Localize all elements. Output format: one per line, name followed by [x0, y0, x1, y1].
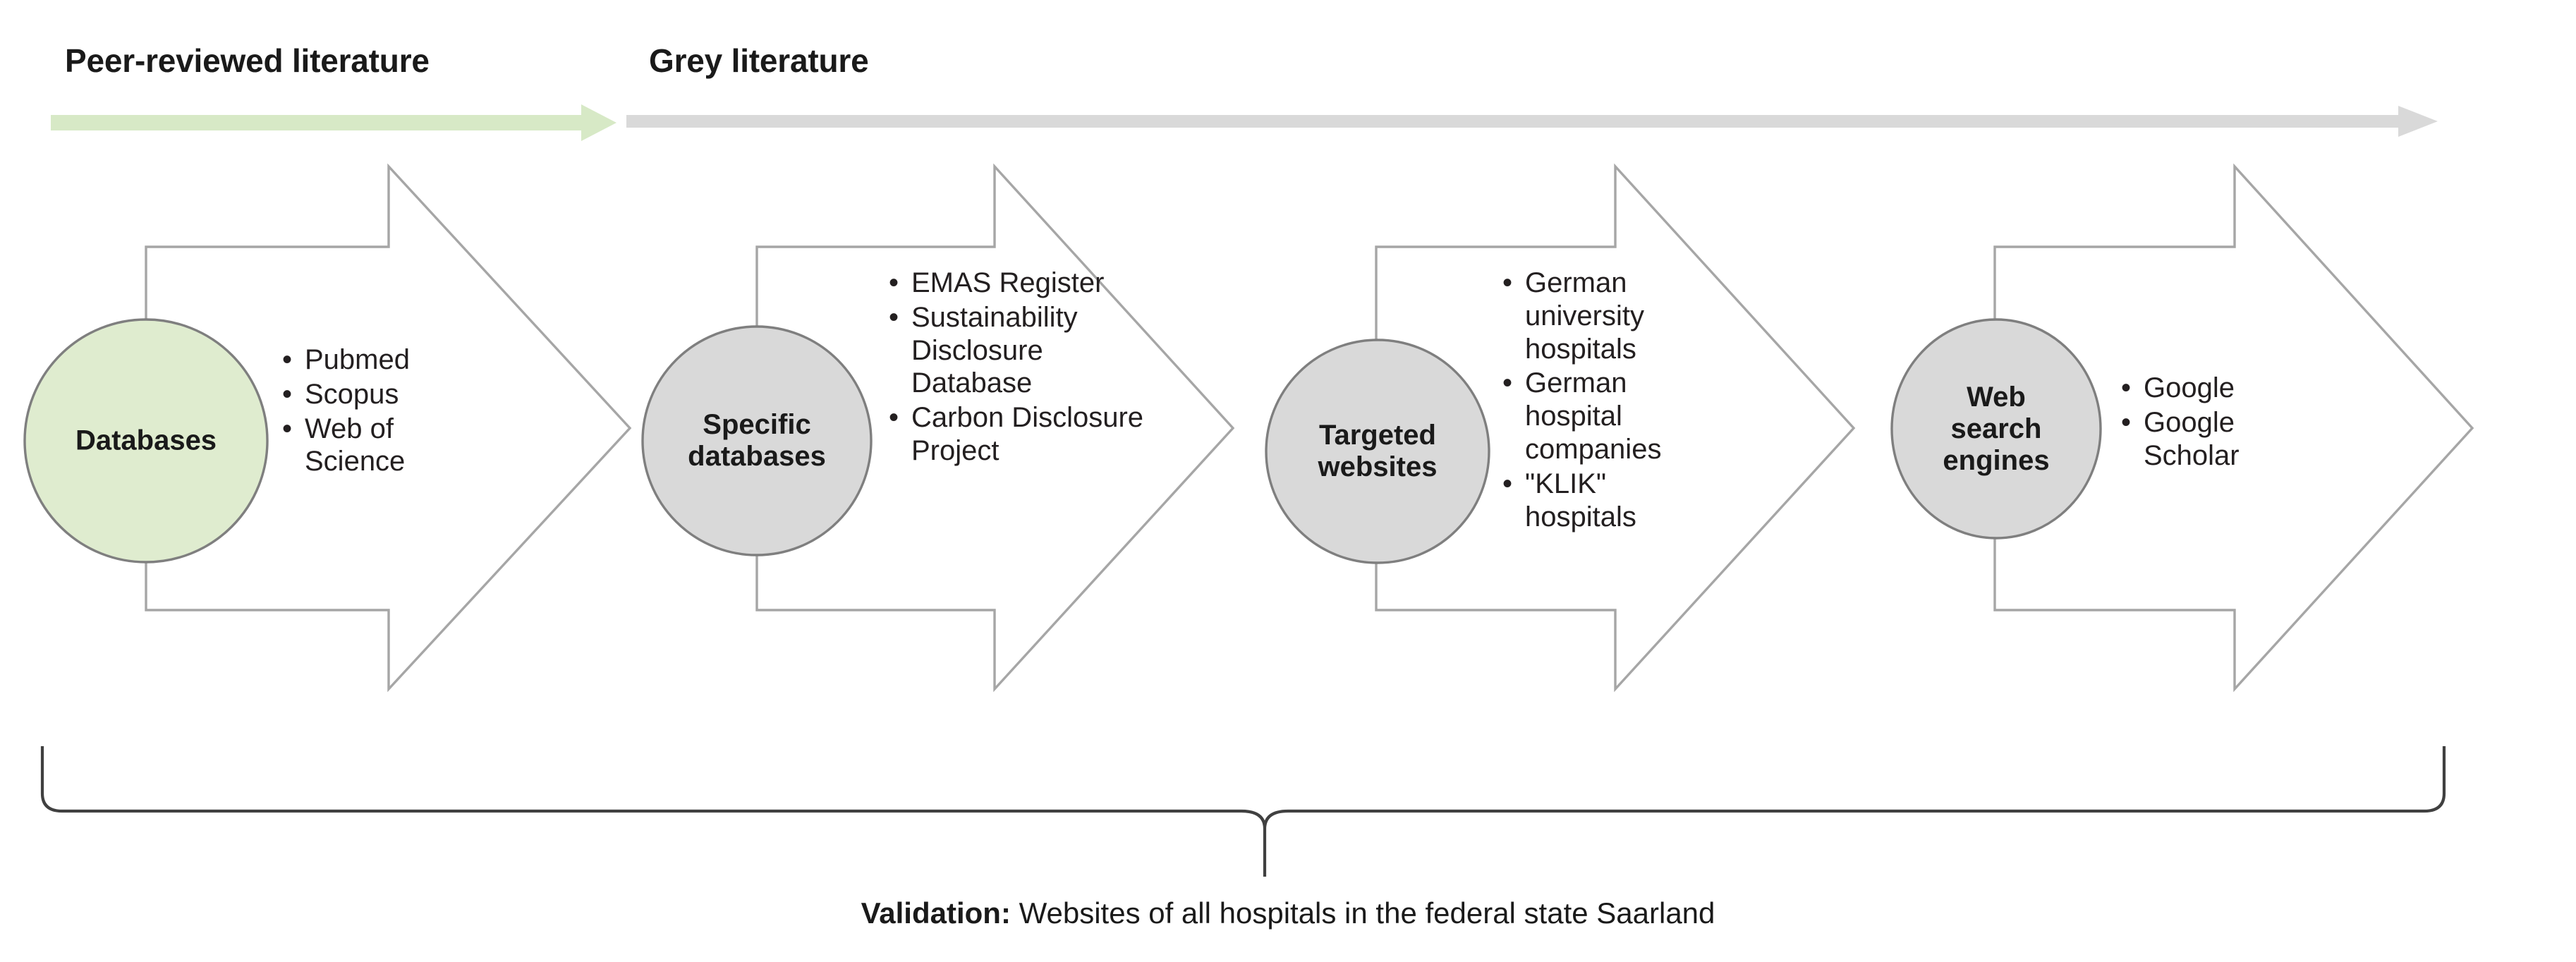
scope-arrow-grey	[626, 106, 2438, 137]
category-heading-peer-reviewed: Peer-reviewed literature	[65, 42, 430, 79]
scope-arrow-peer-reviewed	[51, 104, 616, 141]
chevron-stage-specific-databases	[755, 163, 1235, 693]
validation-label: Validation:	[861, 896, 1011, 930]
chevron-stage-web-search-engines	[1993, 163, 2474, 693]
bullet-list-web-search-engines: Google Google Scholar	[2120, 372, 2282, 473]
list-item: Scopus	[281, 378, 443, 411]
bullet-list-databases: Pubmed Scopus Web of Science	[281, 343, 443, 480]
list-item: Pubmed	[281, 343, 443, 377]
validation-brace	[40, 746, 2446, 877]
validation-text: Websites of all hospitals in the federal…	[1010, 896, 1715, 930]
list-item: Web of Science	[281, 413, 443, 479]
chevron-stage-databases	[145, 163, 632, 693]
node-circle-targeted-websites	[1265, 339, 1490, 564]
bullet-list-targeted-websites: German university hospitals German hospi…	[1501, 267, 1691, 535]
bullet-list-specific-databases: EMAS Register Sustainability Disclosure …	[887, 267, 1148, 469]
validation-caption: Validation: Websites of all hospitals in…	[0, 896, 2576, 930]
list-item: "KLIK" hospitals	[1501, 468, 1691, 534]
node-circle-databases	[23, 318, 269, 564]
node-circle-web-search-engines	[1890, 318, 2102, 540]
list-item: Carbon Disclosure Project	[887, 401, 1148, 468]
chevron-stage-targeted-websites	[1375, 163, 1856, 693]
node-circle-specific-databases	[641, 325, 873, 556]
list-item: Sustainability Disclosure Database	[887, 301, 1148, 400]
list-item: German university hospitals	[1501, 267, 1691, 365]
category-heading-grey: Grey literature	[649, 42, 869, 79]
list-item: Google	[2120, 372, 2282, 405]
list-item: Google Scholar	[2120, 406, 2282, 473]
list-item: EMAS Register	[887, 267, 1148, 300]
list-item: German hospital companies	[1501, 367, 1691, 465]
